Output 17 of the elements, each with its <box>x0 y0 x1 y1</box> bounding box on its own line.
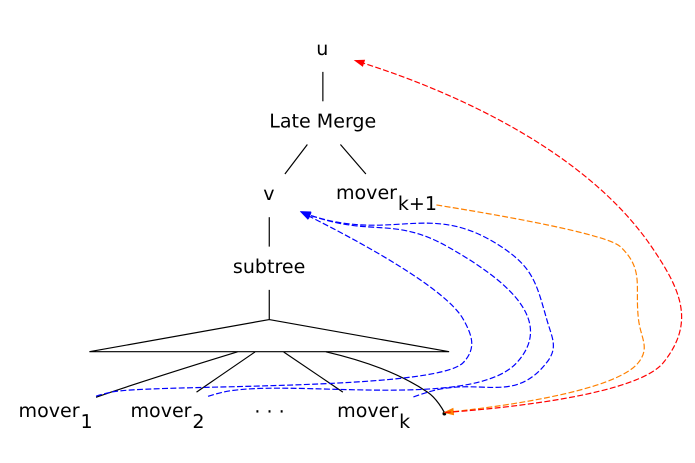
connector <box>282 350 343 392</box>
connector <box>95 350 238 398</box>
connector <box>284 144 308 174</box>
node-text: u <box>316 37 328 60</box>
connector <box>268 289 270 319</box>
connector <box>322 71 323 101</box>
label: · · · <box>254 400 284 423</box>
connector <box>268 216 270 246</box>
node-point <box>442 411 446 416</box>
connector <box>339 144 366 174</box>
node-text: subtree <box>232 255 305 278</box>
node-triangle <box>88 318 450 352</box>
connector <box>325 350 444 412</box>
node-text: v <box>262 182 274 205</box>
node-text: Late Merge <box>268 110 376 132</box>
arrow <box>353 59 682 413</box>
connector <box>196 350 255 392</box>
